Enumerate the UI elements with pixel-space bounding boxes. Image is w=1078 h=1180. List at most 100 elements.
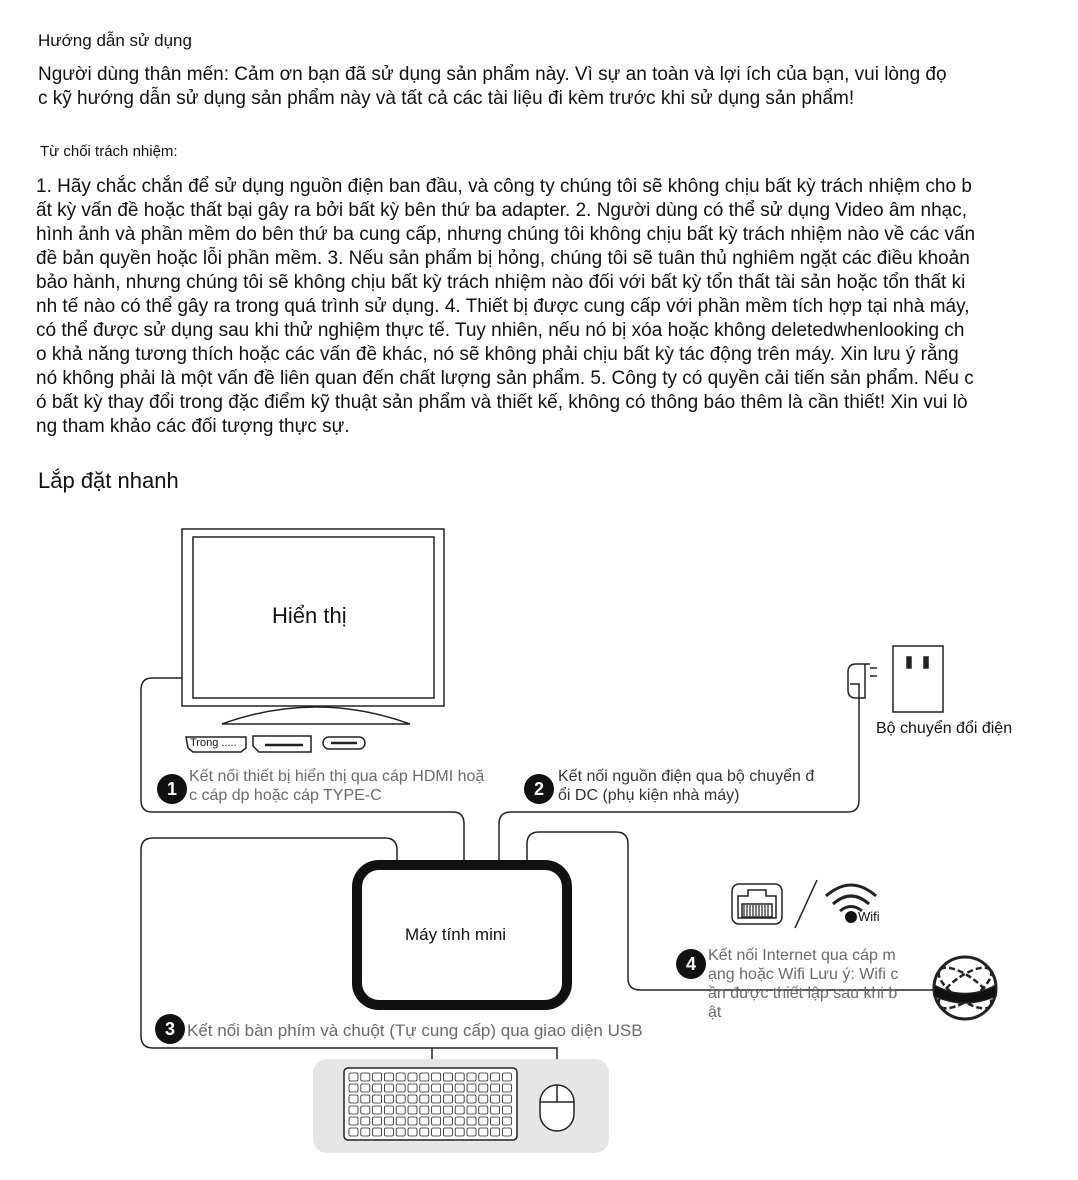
keyboard-key [478, 1127, 489, 1137]
caption-line: ạng hoặc Wifi Lưu ý: Wifi c [708, 966, 899, 983]
disclaimer-line: nó không phải là một vấn đề liên quan đế… [36, 368, 974, 389]
port-label: Trong ..... [190, 737, 237, 749]
keyboard-key [490, 1072, 501, 1082]
keyboard-key [490, 1094, 501, 1104]
step-1-caption: Kết nối thiết bị hiển thị qua cáp HDMI h… [189, 767, 484, 805]
keyboard-key [395, 1083, 406, 1093]
keyboard-key [360, 1083, 371, 1093]
keyboard-key [501, 1105, 512, 1115]
network-cable [526, 831, 935, 991]
intro-paragraph: Người dùng thân mến: Cảm ơn bạn đã sử dụ… [38, 63, 947, 111]
keyboard-key [419, 1105, 430, 1115]
keyboard-key [431, 1083, 442, 1093]
disclaimer-paragraph: 1. Hãy chắc chắn để sử dụng nguồn điện b… [36, 175, 975, 439]
page-title: Hướng dẫn sử dụng [38, 31, 192, 50]
step-3-caption: Kết nối bàn phím và chuột (Tự cung cấp) … [187, 1021, 643, 1040]
disclaimer-line: có thể được sử dụng sau khi thử nghiệm t… [36, 320, 965, 341]
disclaimer-line: hình ảnh và phần mềm do bên thứ ba cung … [36, 224, 976, 245]
keyboard-key [395, 1105, 406, 1115]
keyboard-key [501, 1072, 512, 1082]
step-2-caption: Kết nối nguồn điện qua bộ chuyển đ ổi DC… [558, 767, 814, 805]
step-3-badge: 3 [155, 1014, 185, 1044]
slash-divider [794, 879, 818, 929]
disclaimer-line: đề bản quyền hoặc lỗi phần mềm. 3. Nếu s… [36, 248, 970, 269]
keyboard-icon [343, 1067, 518, 1141]
keyboard-key [454, 1116, 465, 1126]
keyboard-key [478, 1105, 489, 1115]
keyboard-key [407, 1127, 418, 1137]
display-cable [140, 677, 465, 860]
display-label: Hiển thị [272, 603, 347, 628]
keyboard-key [407, 1116, 418, 1126]
keyboard-key [442, 1105, 453, 1115]
keyboard-key [348, 1105, 359, 1115]
keyboard-key [466, 1116, 477, 1126]
keyboard-key [501, 1094, 512, 1104]
port-icons [185, 735, 366, 753]
mini-pc-label: Máy tính mini [405, 925, 507, 944]
keyboard-key [478, 1116, 489, 1126]
keyboard-key [360, 1105, 371, 1115]
keyboard-key [419, 1072, 430, 1082]
keyboard-key [407, 1094, 418, 1104]
keyboard-key [372, 1116, 383, 1126]
keyboard-key [454, 1083, 465, 1093]
keyboard-key [372, 1072, 383, 1082]
keyboard-key [360, 1072, 371, 1082]
caption-line: ần được thiết lập sau khi b [708, 985, 898, 1002]
keyboard-key [442, 1116, 453, 1126]
caption-line: c cáp dp hoặc cáp TYPE-C [189, 787, 382, 804]
keyboard-key [407, 1072, 418, 1082]
keyboard-key [383, 1105, 394, 1115]
keyboard-key [407, 1105, 418, 1115]
power-adapter-icon [847, 645, 944, 713]
keyboard-key [478, 1094, 489, 1104]
keyboard-key [383, 1083, 394, 1093]
keyboard-key [442, 1072, 453, 1082]
keyboard-key [466, 1127, 477, 1137]
keyboard-key [442, 1094, 453, 1104]
keyboard-key [419, 1127, 430, 1137]
keyboard-key [501, 1116, 512, 1126]
keyboard-key [383, 1094, 394, 1104]
disclaimer-line: 1. Hãy chắc chắn để sử dụng nguồn điện b… [36, 176, 972, 197]
step-4-caption: Kết nối Internet qua cáp m ạng hoặc Wifi… [708, 946, 898, 1022]
intro-line: Người dùng thân mến: Cảm ơn bạn đã sử dụ… [38, 64, 947, 85]
caption-line: Kết nối Internet qua cáp m [708, 947, 896, 964]
disclaimer-line: ng tham khảo các đối tượng thực sự. [36, 416, 350, 437]
step-4-badge: 4 [676, 949, 706, 979]
disclaimer-line: o khả năng tương thích hoặc các vấn đề k… [36, 344, 959, 365]
keyboard-key [454, 1105, 465, 1115]
keyboard-key [372, 1083, 383, 1093]
keyboard-key [501, 1083, 512, 1093]
keyboard-key [395, 1127, 406, 1137]
caption-line: Kết nối thiết bị hiển thị qua cáp HDMI h… [189, 768, 485, 785]
mini-pc-icon [352, 860, 572, 1010]
keyboard-key [490, 1116, 501, 1126]
keyboard-key [372, 1127, 383, 1137]
disclaimer-heading: Từ chối trách nhiệm: [40, 143, 178, 160]
keyboard-key [454, 1094, 465, 1104]
keyboard-key [372, 1105, 383, 1115]
keyboard-key [490, 1127, 501, 1137]
step-1-badge: 1 [157, 774, 187, 804]
disclaimer-line: nh tế nào có thể gây ra trong quá trình … [36, 296, 970, 317]
keyboard-key [419, 1094, 430, 1104]
keyboard-key [383, 1127, 394, 1137]
ethernet-port-icon [731, 883, 783, 925]
adapter-label: Bộ chuyển đổi điện [876, 720, 1013, 737]
caption-line: ật [708, 1004, 722, 1021]
keyboard-key [431, 1105, 442, 1115]
keyboard-key [454, 1127, 465, 1137]
keyboard-key [395, 1116, 406, 1126]
keyboard-key [383, 1116, 394, 1126]
keyboard-key [348, 1094, 359, 1104]
keyboard-key [431, 1072, 442, 1082]
quick-install-heading: Lắp đặt nhanh [38, 468, 179, 493]
monitor-icon [181, 528, 445, 725]
keyboard-key [431, 1116, 442, 1126]
keyboard-key [372, 1094, 383, 1104]
wifi-label: Wifi [858, 909, 880, 924]
